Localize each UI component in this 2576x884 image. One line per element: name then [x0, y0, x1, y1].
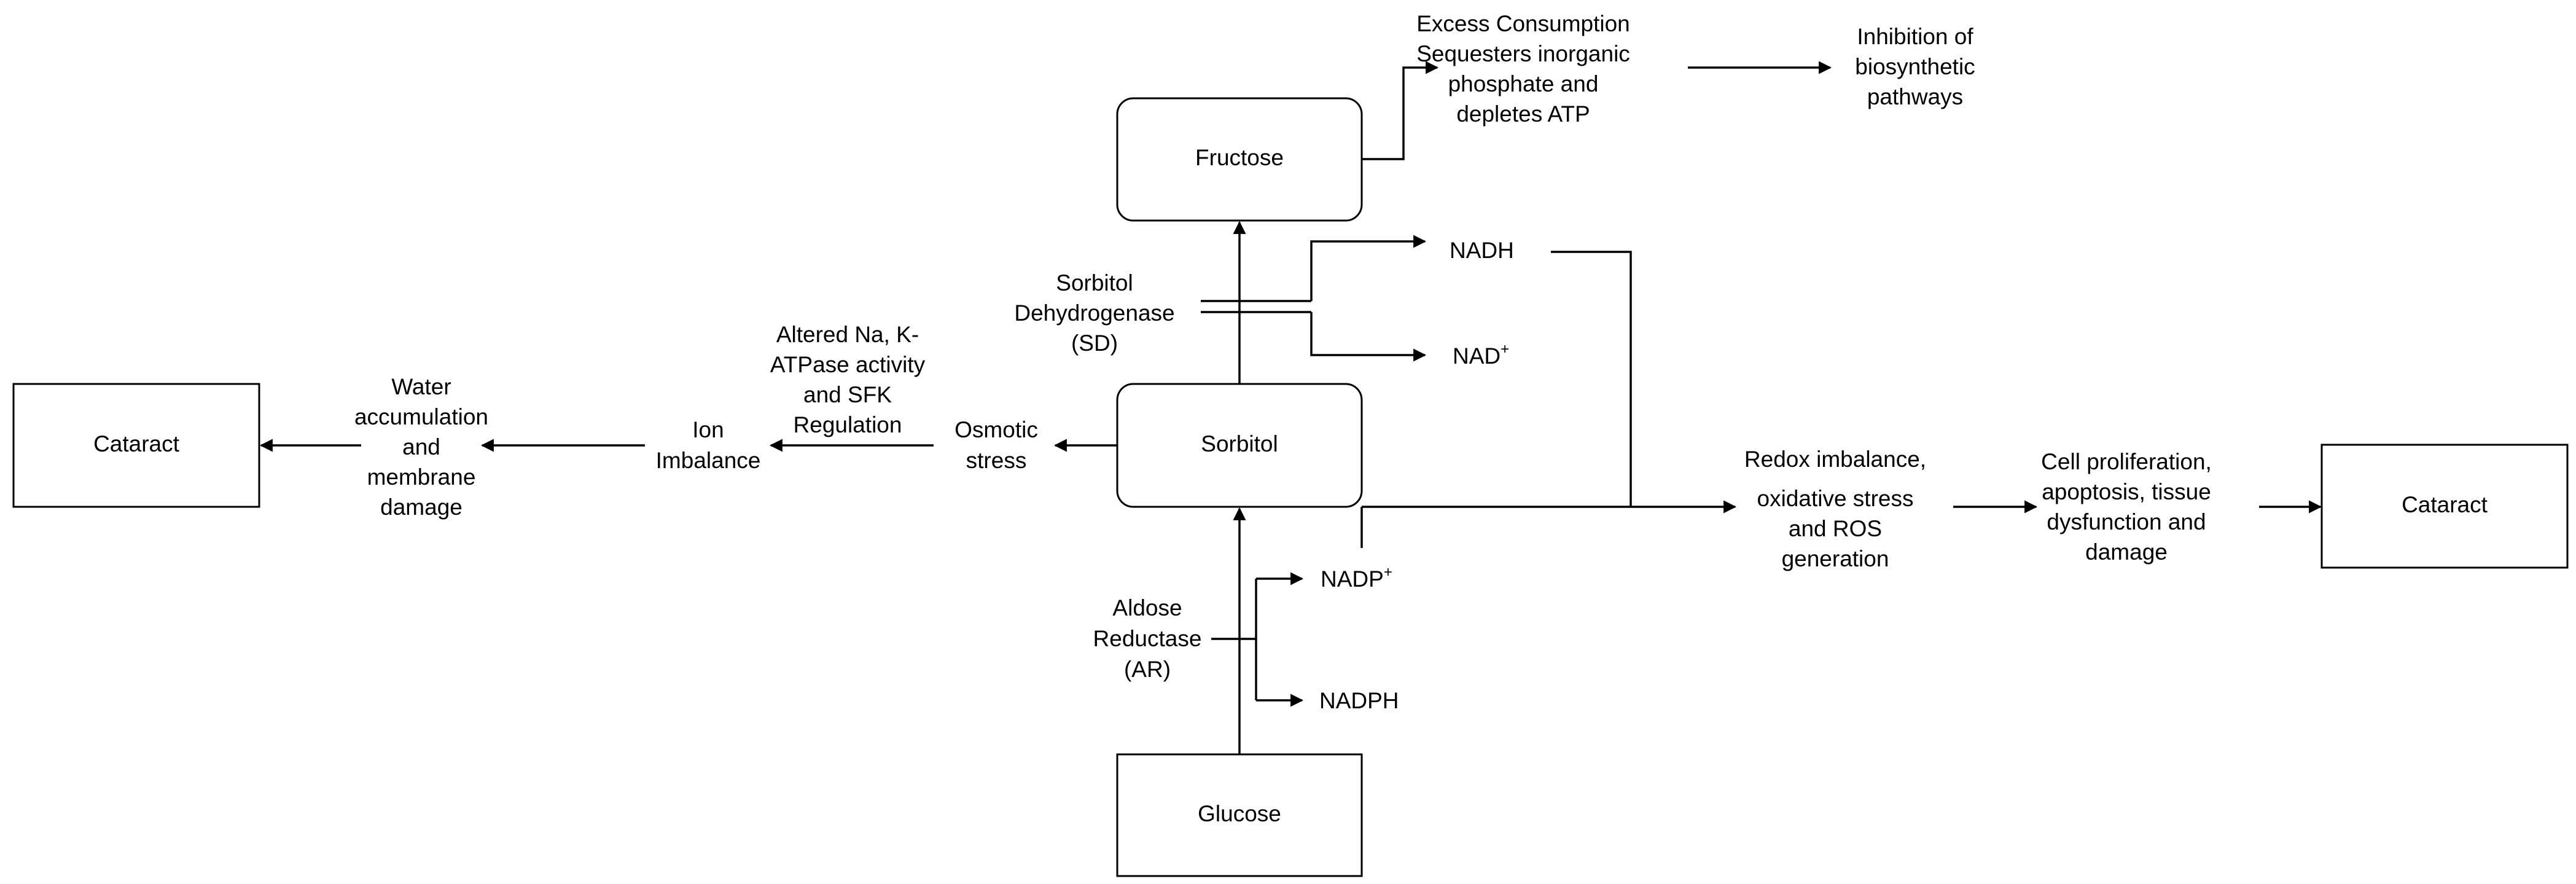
osmotic-line-2: stress [966, 448, 1027, 473]
sorbitol-node: Sorbitol [1116, 383, 1363, 508]
excess-line-3: phosphate and [1448, 71, 1599, 96]
cell-proliferation-label: Cell proliferation, apoptosis, tissue dy… [2041, 449, 2212, 565]
fructose-node: Fructose [1116, 97, 1363, 222]
atpase-line-1: Altered Na, K- [776, 322, 919, 347]
nadh-to-redox-line [1551, 251, 1632, 507]
redox-imbalance-label: Redox imbalance, oxidative stress and RO… [1744, 447, 1926, 571]
sd-line-2: Dehydrogenase [1014, 300, 1174, 326]
water-line-4: membrane [367, 464, 476, 490]
ion-imbalance-label: Ion Imbalance [656, 417, 761, 473]
nad-plus-label: NAD+ [1453, 341, 1509, 369]
redox-line-4: generation [1782, 546, 1889, 571]
nad-plus-arrow [1310, 312, 1427, 362]
sorbitol-label: Sorbitol [1201, 431, 1278, 456]
osmotic-stress-label: Osmotic stress [954, 417, 1038, 473]
sd-line-1: Sorbitol [1056, 270, 1133, 295]
ar-line-2: Reductase [1093, 626, 1202, 651]
aldose-reductase-label: Aldose Reductase (AR) [1093, 595, 1202, 682]
excess-line-4: depletes ATP [1456, 101, 1590, 127]
atpase-line-3: and SFK [803, 382, 892, 407]
altered-atpase-label: Altered Na, K- ATPase activity and SFK R… [770, 322, 926, 437]
osmotic-line-1: Osmotic [954, 417, 1038, 442]
excess-consumption-label: Excess Consumption Sequesters inorganic … [1416, 11, 1630, 127]
cataract-left-label: Cataract [93, 431, 180, 456]
fructose-to-excess-arrow [1362, 61, 1439, 160]
cell-line-2: apoptosis, tissue [2042, 479, 2211, 504]
cataract-left-node: Cataract [12, 383, 260, 508]
nadh-arrow [1310, 235, 1427, 301]
cataract-right-label: Cataract [2402, 492, 2488, 517]
glucose-node: Glucose [1116, 753, 1363, 877]
redox-line-1: Redox imbalance, [1744, 447, 1926, 472]
redox-line-2: oxidative stress [1757, 486, 1914, 511]
cataract-right-node: Cataract [2320, 444, 2569, 569]
redox-line-3: and ROS [1789, 516, 1882, 541]
sorbitol-dehydrogenase-label: Sorbitol Dehydrogenase (SD) [1014, 270, 1174, 356]
ion-line-1: Ion [692, 417, 724, 442]
water-accumulation-label: Water accumulation and membrane damage [354, 374, 488, 520]
inhibition-line-1: Inhibition of [1857, 24, 1973, 49]
nadp-plus-label: NADP+ [1321, 564, 1392, 592]
water-line-2: accumulation [354, 404, 488, 429]
excess-line-2: Sequesters inorganic [1416, 41, 1630, 66]
ion-line-2: Imbalance [656, 448, 761, 473]
inhibition-line-2: biosynthetic [1855, 54, 1975, 79]
inhibition-label: Inhibition of biosynthetic pathways [1855, 24, 1975, 109]
ar-line-3: (AR) [1124, 657, 1171, 682]
cell-line-3: dysfunction and [2047, 509, 2206, 534]
cell-line-1: Cell proliferation, [2041, 449, 2212, 474]
sd-line-3: (SD) [1071, 331, 1118, 356]
inhibition-line-3: pathways [1867, 84, 1963, 109]
nadh-label: NADH [1450, 238, 1514, 263]
atpase-line-2: ATPase activity [770, 352, 926, 377]
water-line-3: and [402, 434, 440, 460]
ar-line-1: Aldose [1112, 595, 1182, 620]
excess-line-1: Excess Consumption [1416, 11, 1630, 36]
fructose-label: Fructose [1195, 145, 1284, 170]
cell-line-4: damage [2085, 539, 2168, 565]
water-line-5: damage [380, 495, 463, 520]
glucose-label: Glucose [1198, 801, 1281, 826]
atpase-line-4: Regulation [794, 412, 902, 437]
water-line-1: Water [391, 374, 451, 399]
nadph-label: NADPH [1319, 688, 1399, 713]
